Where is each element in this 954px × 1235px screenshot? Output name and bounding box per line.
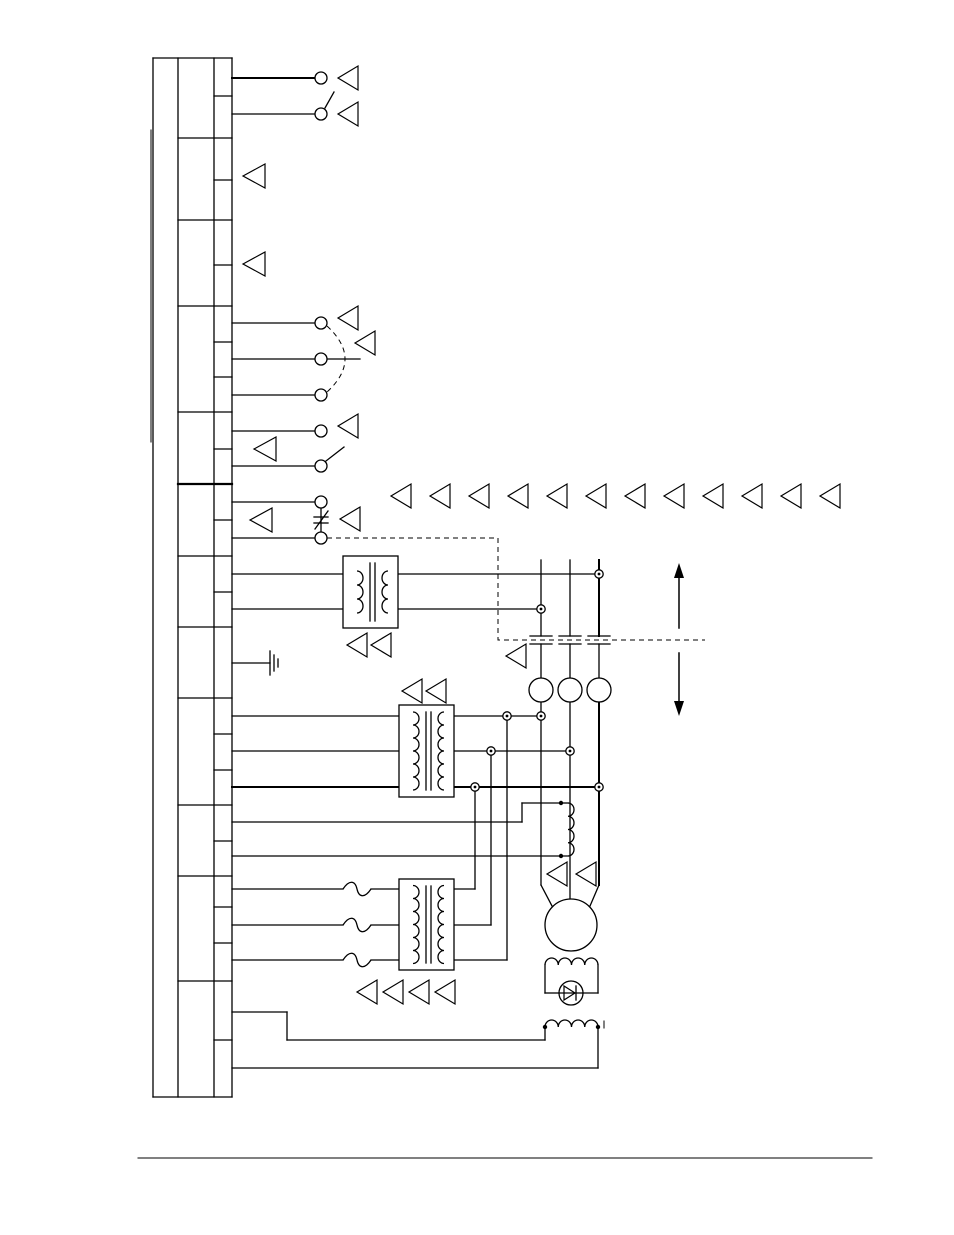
triangle-marker-icon <box>336 100 359 128</box>
capacitors <box>529 635 611 645</box>
triangle-marker-icon <box>241 250 266 278</box>
terminal-circle-icon <box>314 459 328 473</box>
fuse-icon <box>342 881 372 897</box>
triangle-marker-icon <box>574 860 597 888</box>
fuse-icon <box>342 952 372 968</box>
junction-dot-icon <box>558 853 564 859</box>
junction-dot-icon <box>558 800 564 806</box>
triangle-marker-icon <box>336 412 359 440</box>
terminal-circle-icon <box>314 388 328 402</box>
direction-arrow-icon <box>674 563 684 716</box>
triangle-marker-icon <box>407 978 430 1006</box>
junction-dot-icon <box>539 607 543 611</box>
triangle-marker-icon <box>467 482 490 510</box>
coil-icon <box>567 802 575 857</box>
coil-icon <box>544 1019 599 1028</box>
transformer-3 <box>398 878 455 971</box>
junction-dot-icon <box>489 749 493 753</box>
dashed-linkage <box>326 325 346 393</box>
terminal-block <box>150 57 234 1098</box>
triangle-marker-icon <box>241 162 266 190</box>
triangle-marker-icon <box>545 860 568 888</box>
triangle-marker-icon <box>818 482 841 510</box>
coil-icon <box>544 957 599 966</box>
dashed-boundary <box>327 537 705 641</box>
arrow-head-up-icon <box>674 563 684 578</box>
coil-icon <box>437 711 445 791</box>
current-transformers <box>528 677 612 703</box>
junction-dot-icon <box>505 714 509 718</box>
fuses <box>342 881 372 968</box>
triangle-marker-icon <box>504 642 527 670</box>
triangle-marker-icon <box>779 482 802 510</box>
wire <box>589 884 600 907</box>
triangle-marker-icon <box>623 482 646 510</box>
triangle-marker-icon <box>248 506 273 534</box>
arrow-head-down-icon <box>674 701 684 716</box>
triangle-marker-icon <box>336 64 359 92</box>
nc-contact-icon <box>314 510 329 530</box>
junction-dot-icon <box>597 785 601 789</box>
triangle-marker-icon <box>584 482 607 510</box>
triangle-marker-icon <box>355 978 378 1006</box>
triangle-marker-icon <box>424 677 447 705</box>
triangle-marker-icon <box>369 631 392 659</box>
coil-icon <box>412 711 420 791</box>
coils <box>544 802 605 1029</box>
triangle-markers <box>241 64 841 1006</box>
coil-icon <box>381 570 389 614</box>
transformer-2 <box>398 704 455 798</box>
triangle-marker-icon <box>381 978 404 1006</box>
switch-contact-icon <box>324 91 335 109</box>
triangle-marker-icon <box>345 631 368 659</box>
coil-icon <box>412 884 420 965</box>
terminal-circle-icon <box>314 531 328 545</box>
triangle-marker-icon <box>400 677 423 705</box>
junction-dot-icon <box>597 572 601 576</box>
coil-icon <box>437 884 445 965</box>
triangle-marker-icon <box>252 435 277 463</box>
current-transformer-icon <box>586 677 612 703</box>
motor-icon <box>544 898 598 952</box>
junctions <box>470 569 604 1030</box>
dashed-lines <box>326 325 705 641</box>
current-transformer-icon <box>557 677 583 703</box>
triangle-marker-icon <box>338 505 361 533</box>
wires <box>231 77 600 1069</box>
switch-contact-icon <box>325 446 345 462</box>
current-transformer-icon <box>528 677 554 703</box>
coil-icon <box>356 570 364 614</box>
terminal-circle-icon <box>314 107 328 121</box>
triangle-marker-icon <box>428 482 451 510</box>
triangle-marker-icon <box>662 482 685 510</box>
contacts <box>313 71 345 545</box>
fuse-icon <box>342 917 372 933</box>
junction-dot-icon <box>542 1024 548 1030</box>
triangle-marker-icon <box>506 482 529 510</box>
terminal-circle-icon <box>314 71 328 85</box>
terminal-circle-icon <box>314 424 328 438</box>
triangle-marker-icon <box>433 978 456 1006</box>
terminal-circle-icon <box>314 495 328 509</box>
triangle-marker-icon <box>389 482 412 510</box>
ground-icon <box>269 650 279 676</box>
junction-dot-icon <box>539 714 543 718</box>
terminal-circle-icon <box>314 352 328 366</box>
transformer-1 <box>342 555 399 629</box>
motor <box>544 898 598 1006</box>
triangle-marker-icon <box>740 482 763 510</box>
wire <box>540 884 553 907</box>
diode-icon <box>563 984 577 1002</box>
junction-dot-icon <box>568 749 572 753</box>
triangle-marker-icon <box>336 304 359 332</box>
junction-dot-icon <box>595 1024 601 1030</box>
junction-dot-icon <box>473 785 477 789</box>
triangle-marker-icon <box>545 482 568 510</box>
triangle-marker-icon <box>701 482 724 510</box>
terminal-circle-icon <box>314 316 328 330</box>
triangle-marker-icon <box>353 329 376 357</box>
